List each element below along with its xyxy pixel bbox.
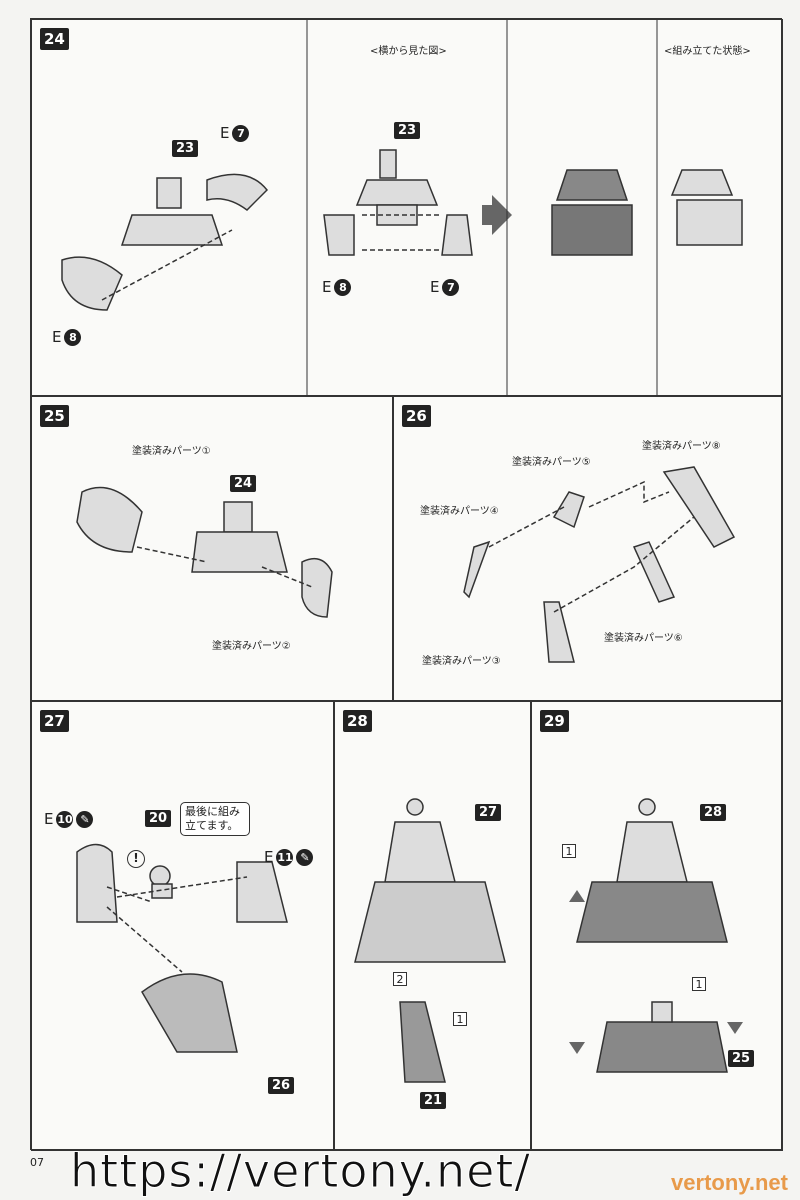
part-21-tag: 21 (420, 1092, 447, 1109)
painted-part-1-label: 塗装済みパーツ① (132, 446, 211, 457)
watermark: https://vertony.net/ (70, 1144, 531, 1198)
step-number: 26 (402, 405, 431, 427)
step-24-illustration (61, 20, 743, 397)
painted-part-2-label: 塗装済みパーツ② (212, 641, 291, 652)
order-2: 2 (393, 972, 407, 986)
step-29-panel: 29 28 1 1 25 (531, 701, 783, 1151)
part-20-tag: 20 (145, 810, 172, 827)
painted-part-8-label: 塗装済みパーツ⑧ (642, 441, 721, 452)
assembled-view-label: <組み立てた状態> (664, 46, 751, 57)
part-25-tag: 25 (728, 1050, 755, 1067)
step-number: 25 (40, 405, 69, 427)
part-28-tag: 28 (700, 804, 727, 821)
watermark-corner: vertony.net (671, 1170, 788, 1195)
pencil-icon: ✎ (296, 848, 314, 866)
page-number: 07 (30, 1156, 44, 1169)
painted-part-4-label: 塗装済みパーツ④ (420, 506, 499, 517)
order-1: 1 (562, 844, 576, 858)
pencil-icon: ✎ (76, 810, 94, 828)
painted-part-6-label: 塗装済みパーツ⑥ (604, 633, 683, 644)
part-23-tag: 23 (172, 140, 199, 157)
part-27-tag: 27 (475, 804, 502, 821)
painted-part-3-label: 塗装済みパーツ③ (422, 656, 501, 667)
order-1: 1 (453, 1012, 467, 1026)
step-26-panel: 26 塗装済みパーツ⑧ 塗装済みパーツ⑤ 塗装済みパーツ④ 塗装済みパーツ⑥ 塗… (393, 396, 783, 701)
part-26-tag: 26 (268, 1077, 295, 1094)
step-number: 27 (40, 710, 69, 732)
assemble-last-note: 最後に組み立てます。 (180, 802, 250, 836)
part-24-tag: 24 (230, 475, 257, 492)
side-view-label: <横から見た図> (370, 46, 447, 57)
order-1: 1 (692, 977, 706, 991)
painted-part-5-label: 塗装済みパーツ⑤ (512, 457, 591, 468)
step-25-panel: 25 24 塗装済みパーツ① 塗装済みパーツ② (31, 396, 393, 701)
step-number: 24 (40, 28, 69, 50)
step-number: 29 (540, 710, 569, 732)
warning-icon: ! (127, 850, 145, 868)
step-28-panel: 28 27 2 1 21 (334, 701, 531, 1151)
step-number: 28 (343, 710, 372, 732)
part-23-tag: 23 (394, 122, 421, 139)
